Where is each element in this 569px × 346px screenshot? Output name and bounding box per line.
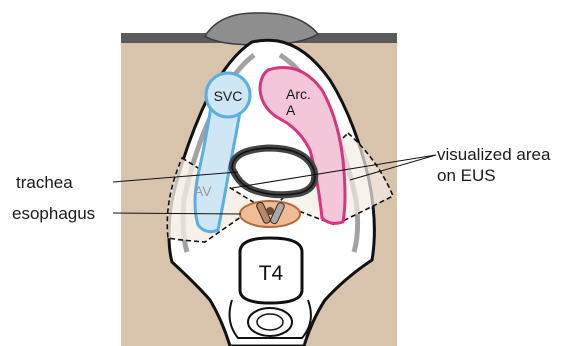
visualized-area-label-line2: on EUS — [437, 166, 496, 185]
vertebra-label: T4 — [259, 262, 284, 285]
visualized-area-label-line1: visualized area — [437, 145, 551, 164]
spinal-canal-inner — [257, 314, 283, 330]
svc-label: SVC — [214, 88, 243, 104]
arc-label-line2: A — [286, 102, 296, 118]
trachea-label: trachea — [16, 173, 73, 192]
arc-label-line1: Arc. — [286, 86, 311, 102]
av-label: AV — [194, 183, 212, 199]
esophagus-label: esophagus — [12, 204, 95, 223]
